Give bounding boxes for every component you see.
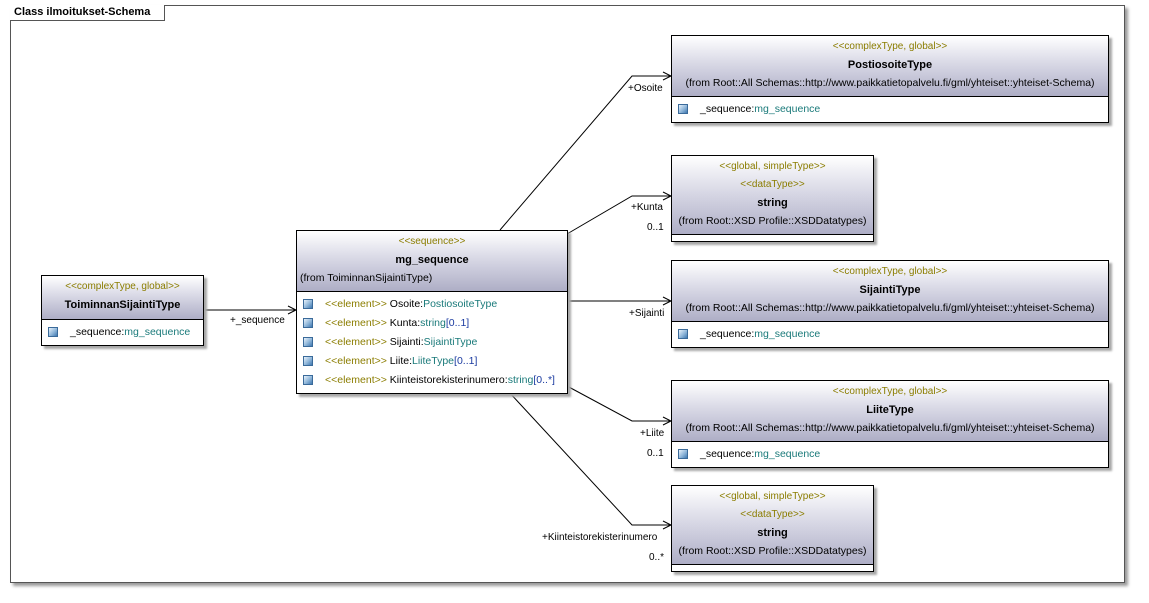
class-header: <<complexType, global>> LiiteType (from … [672, 381, 1108, 442]
class-name: SijaintiType [859, 284, 921, 296]
role-label-kunta: +Kunta [631, 202, 663, 213]
attribute-icon [678, 104, 688, 115]
attribute-icon [48, 327, 58, 338]
attribute-icon [678, 449, 688, 460]
role-label-kiinteistorekisterinumero: +Kiinteistorekisterinumero [542, 532, 658, 543]
class-name: ToiminnanSijaintiType [64, 299, 181, 311]
attribute-compartment: _sequence:mg_sequence [672, 442, 1108, 467]
multiplicity-kiinteistorekisterinumero: 0..* [649, 552, 665, 563]
class-name: PostiosoiteType [847, 59, 933, 71]
attribute-row-kiinteistorekisterinumero[interactable]: <<element>> Kiinteistorekisterinumero:st… [303, 371, 561, 390]
connector-liite [566, 385, 671, 422]
class-name: string [757, 197, 788, 209]
class-toiminnan-sijainti-type[interactable]: <<complexType, global>> ToiminnanSijaint… [41, 275, 204, 346]
class-liite-type[interactable]: <<complexType, global>> LiiteType (from … [671, 380, 1109, 468]
from-namespace: (from Root::All Schemas::http://www.paik… [685, 422, 1095, 434]
connector-osoite [499, 75, 671, 231]
attribute-compartment [672, 565, 873, 571]
stereotype-label: <<complexType, global>> [832, 386, 948, 397]
attribute-compartment [672, 235, 873, 241]
attribute-row-kunta[interactable]: <<element>> Kunta:string[0..1] [303, 314, 561, 333]
class-header: <<global, simpleType>> <<dataType>> stri… [672, 486, 873, 565]
multiplicity-kunta: 0..1 [647, 222, 664, 233]
attribute-row-liite[interactable]: <<element>> Liite:LiiteType[0..1] [303, 352, 561, 371]
class-header: <<complexType, global>> PostiosoiteType … [672, 36, 1108, 97]
attribute-row-osoite[interactable]: <<element>> Osoite:PostiosoiteType [303, 295, 561, 314]
connector-kiint [507, 390, 671, 526]
stereotype-label: <<global, simpleType>> [719, 161, 826, 172]
attribute-compartment: _sequence:mg_sequence [672, 97, 1108, 122]
from-namespace: (from Root::XSD Profile::XSDDatatypes) [678, 215, 867, 227]
element-icon [303, 299, 313, 310]
connector-kunta [566, 195, 671, 235]
stereotype-label: <<sequence>> [398, 236, 466, 247]
role-label-sijainti: +Sijainti [629, 308, 665, 319]
element-icon [303, 318, 313, 329]
class-header: <<global, simpleType>> <<dataType>> stri… [672, 156, 873, 235]
class-string-datatype-2[interactable]: <<global, simpleType>> <<dataType>> stri… [671, 485, 874, 572]
role-label-osoite: +Osoite [628, 83, 663, 94]
role-label-liite: +Liite [640, 428, 665, 439]
stereotype-label: <<complexType, global>> [832, 266, 948, 277]
class-header: <<complexType, global>> ToiminnanSijaint… [42, 276, 203, 320]
attribute-row[interactable]: _sequence:mg_sequence [678, 100, 1102, 119]
class-mg-sequence[interactable]: <<sequence>> mg_sequence (from Toiminnan… [296, 230, 568, 394]
stereotype-label: <<complexType, global>> [65, 281, 180, 292]
from-namespace: (from ToiminnanSijaintiType) [300, 272, 433, 284]
class-sijainti-type[interactable]: <<complexType, global>> SijaintiType (fr… [671, 260, 1109, 348]
from-namespace: (from Root::All Schemas::http://www.paik… [685, 77, 1095, 89]
class-header: <<complexType, global>> SijaintiType (fr… [672, 261, 1108, 322]
attribute-row[interactable]: _sequence:mg_sequence [678, 445, 1102, 464]
attribute-compartment: _sequence:mg_sequence [42, 320, 203, 345]
stereotype-label: <<complexType, global>> [832, 41, 948, 52]
class-string-datatype[interactable]: <<global, simpleType>> <<dataType>> stri… [671, 155, 874, 242]
attribute-row-sijainti[interactable]: <<element>> Sijainti:SijaintiType [303, 333, 561, 352]
attribute-icon [678, 329, 688, 340]
stereotype-label: <<dataType>> [740, 509, 805, 520]
from-namespace: (from Root::XSD Profile::XSDDatatypes) [678, 545, 867, 557]
stereotype-label: <<global, simpleType>> [719, 491, 826, 502]
multiplicity-liite: 0..1 [647, 448, 664, 459]
class-name: mg_sequence [395, 254, 469, 266]
role-label-sequence: +_sequence [230, 315, 285, 326]
element-icon [303, 337, 313, 348]
attribute-row[interactable]: _sequence:mg_sequence [48, 323, 197, 342]
element-icon [303, 356, 313, 367]
diagram-title: Class ilmoitukset-Schema [10, 5, 166, 21]
element-icon [303, 375, 313, 386]
attribute-compartment: _sequence:mg_sequence [672, 322, 1108, 347]
from-namespace: (from Root::All Schemas::http://www.paik… [685, 302, 1095, 314]
attribute-row[interactable]: _sequence:mg_sequence [678, 325, 1102, 344]
class-header: <<sequence>> mg_sequence (from Toiminnan… [297, 231, 567, 292]
class-postiosoite-type[interactable]: <<complexType, global>> PostiosoiteType … [671, 35, 1109, 123]
attribute-compartment: <<element>> Osoite:PostiosoiteType <<ele… [297, 292, 567, 393]
class-name: LiiteType [866, 404, 914, 416]
class-name: string [757, 527, 788, 539]
stereotype-label: <<dataType>> [740, 179, 805, 190]
